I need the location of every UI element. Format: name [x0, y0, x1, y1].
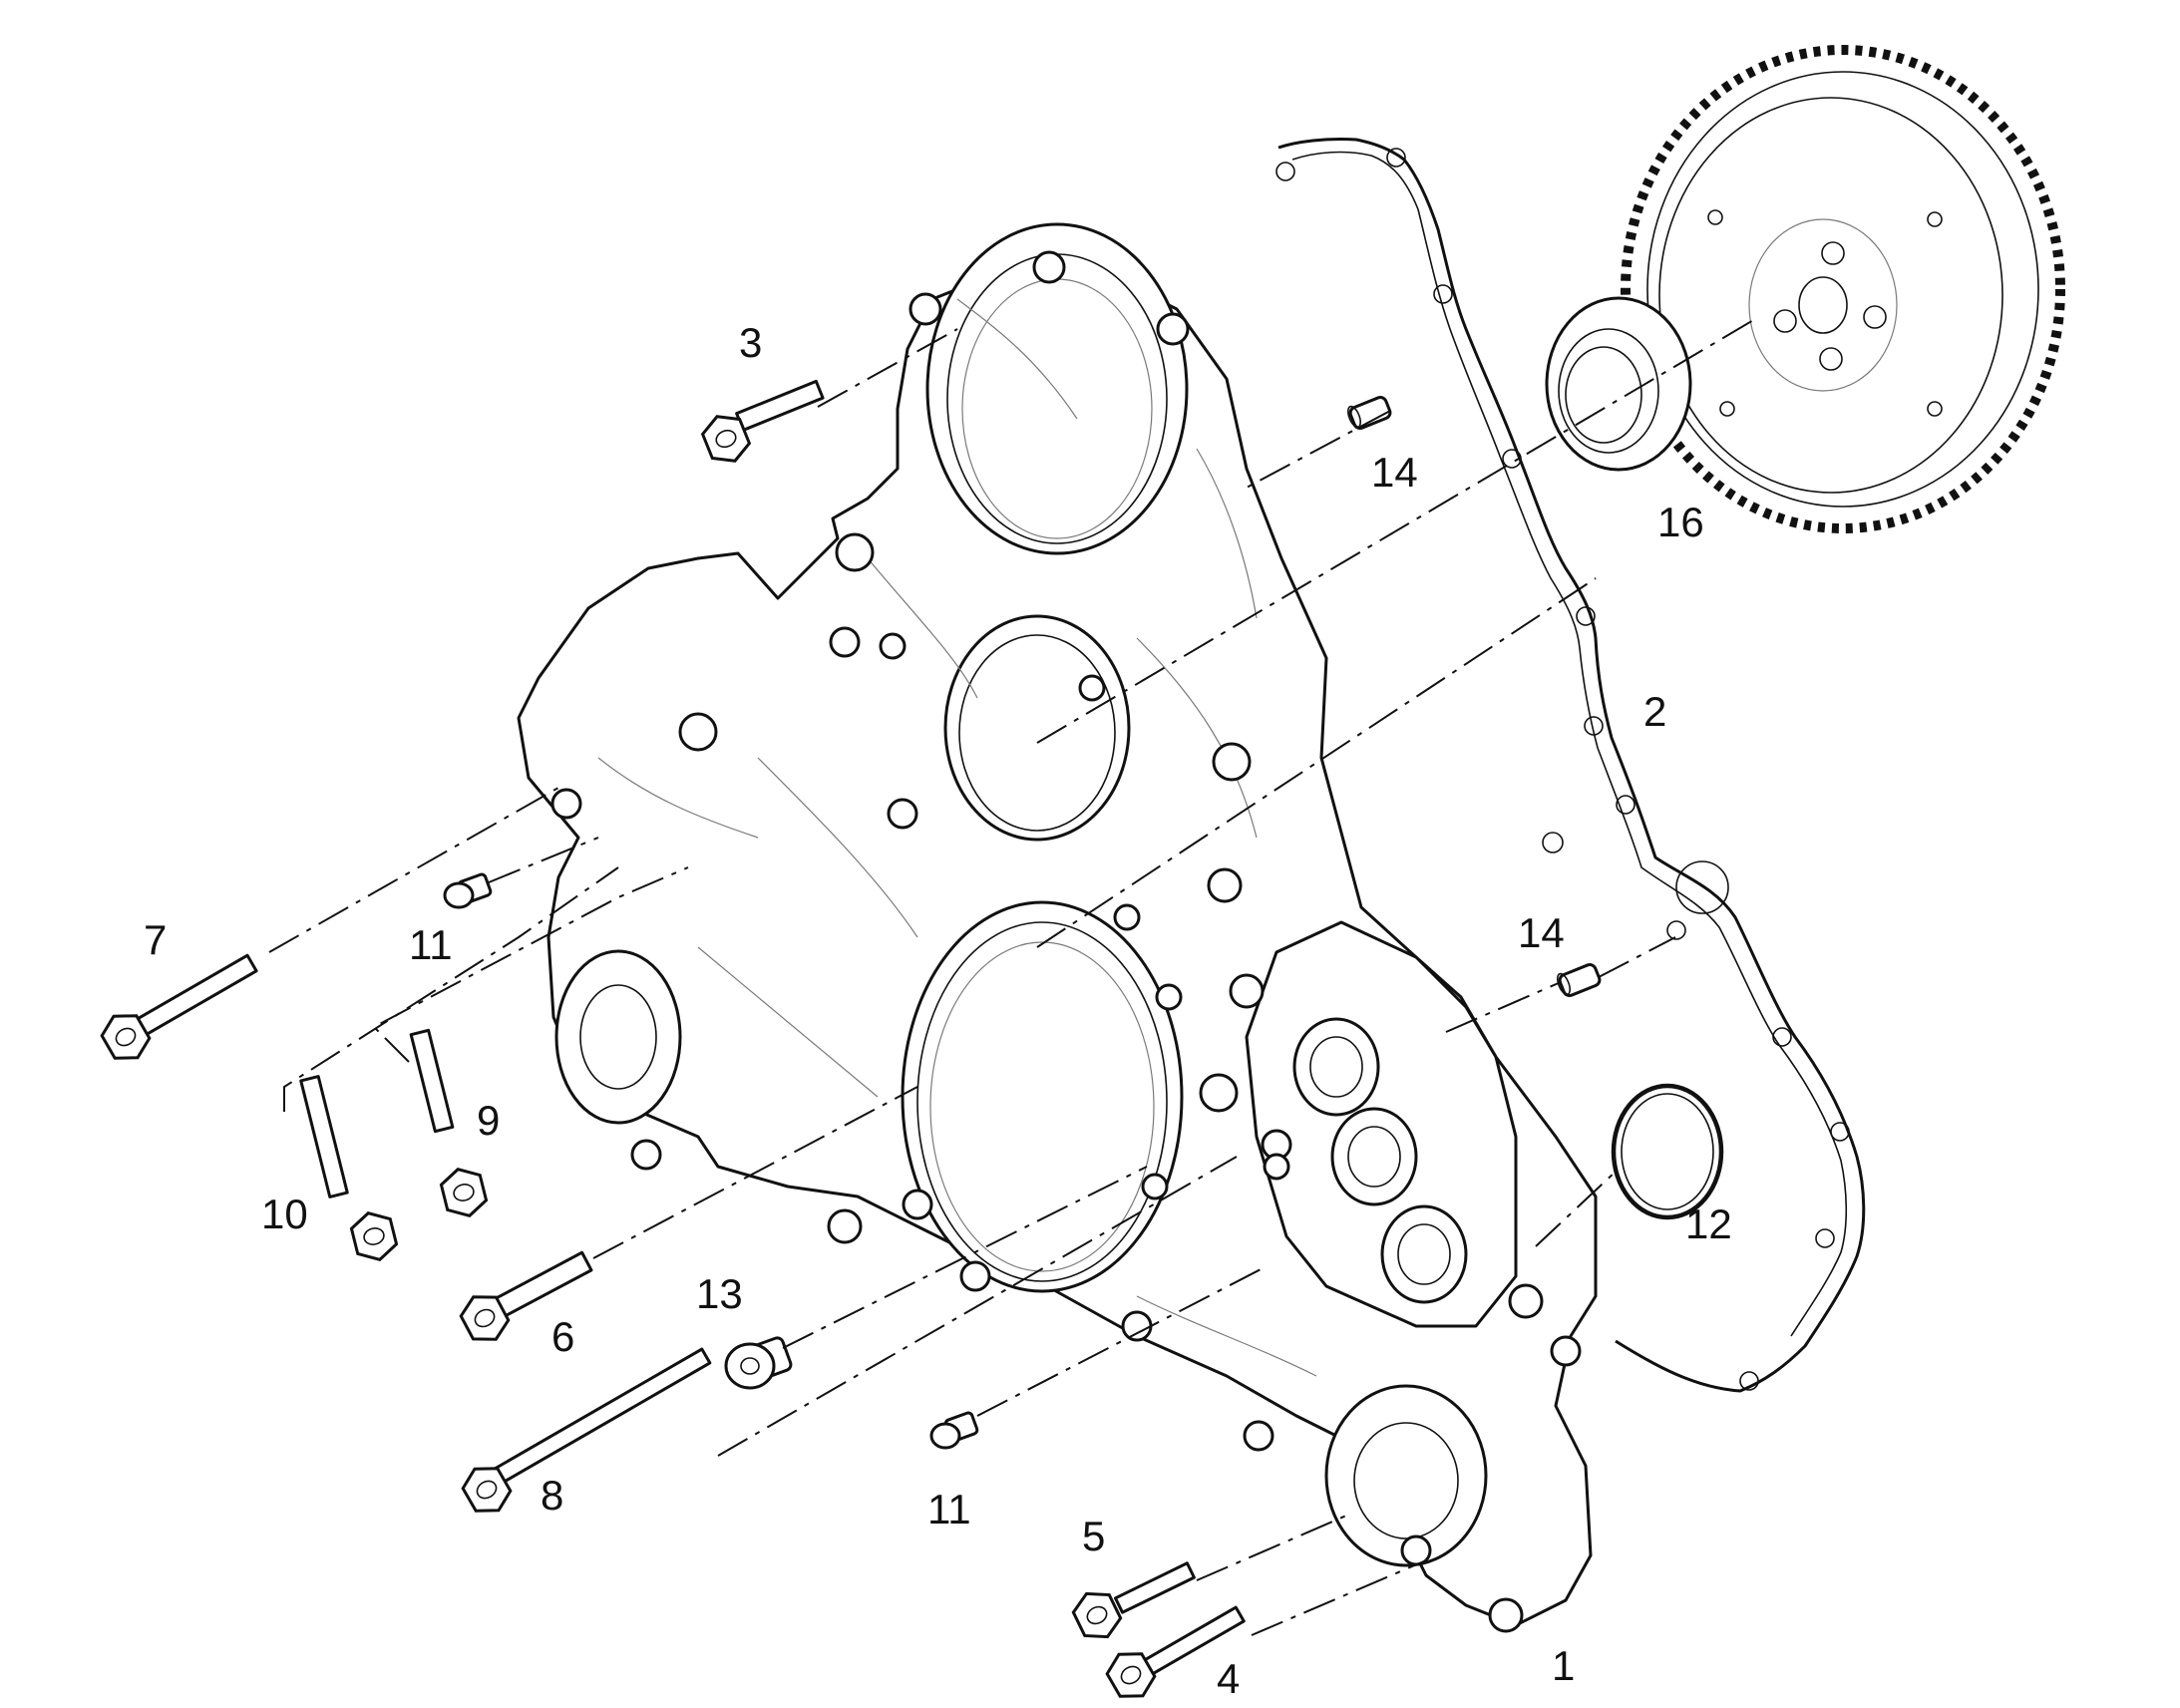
gasket-bolt-holes	[1275, 148, 1850, 1391]
assembly-leader-lines	[268, 318, 1756, 1636]
housing-bolt-bosses	[550, 250, 1582, 1633]
callout-labels: 1 2 3 4 5 6 7 8 9 10 11 11 12 13 14 14 1…	[144, 319, 1732, 1702]
callout-10: 10	[261, 1191, 308, 1237]
callout-12: 12	[1685, 1200, 1732, 1247]
plug-11-upper	[443, 872, 493, 909]
bolt-8	[456, 1347, 712, 1523]
bolt-3	[696, 379, 825, 471]
callout-2: 2	[1643, 688, 1666, 735]
callout-5: 5	[1082, 1513, 1105, 1559]
timing-cover-housing	[517, 222, 1598, 1633]
bolt-7	[95, 953, 258, 1070]
plug-11-lower	[929, 1411, 979, 1450]
bolt-6	[454, 1250, 593, 1351]
stud-9	[409, 1028, 491, 1222]
callout-14-lower: 14	[1518, 909, 1565, 956]
callout-16: 16	[1657, 499, 1704, 545]
bolt-5	[1067, 1561, 1196, 1647]
callout-8: 8	[541, 1472, 563, 1519]
bolt-4	[1100, 1605, 1246, 1708]
timing-gear	[1621, 45, 2065, 533]
o-ring	[1611, 1083, 1724, 1220]
callout-4: 4	[1217, 1655, 1240, 1702]
callout-3: 3	[739, 319, 762, 366]
gasket	[1277, 138, 1866, 1393]
stud-10	[299, 1075, 401, 1266]
callout-1: 1	[1552, 1642, 1575, 1689]
callout-13: 13	[696, 1270, 743, 1317]
dowel-pin-upper	[1346, 395, 1392, 431]
dowel-pin-lower	[1556, 962, 1602, 998]
callout-7: 7	[144, 916, 167, 963]
callout-11-upper: 11	[409, 921, 453, 968]
callout-6: 6	[551, 1313, 574, 1360]
oil-seal	[1545, 296, 1692, 472]
callout-14-upper: 14	[1371, 449, 1418, 496]
callout-11-lower: 11	[927, 1486, 971, 1533]
plug-13	[724, 1336, 793, 1390]
callout-9: 9	[477, 1097, 500, 1144]
